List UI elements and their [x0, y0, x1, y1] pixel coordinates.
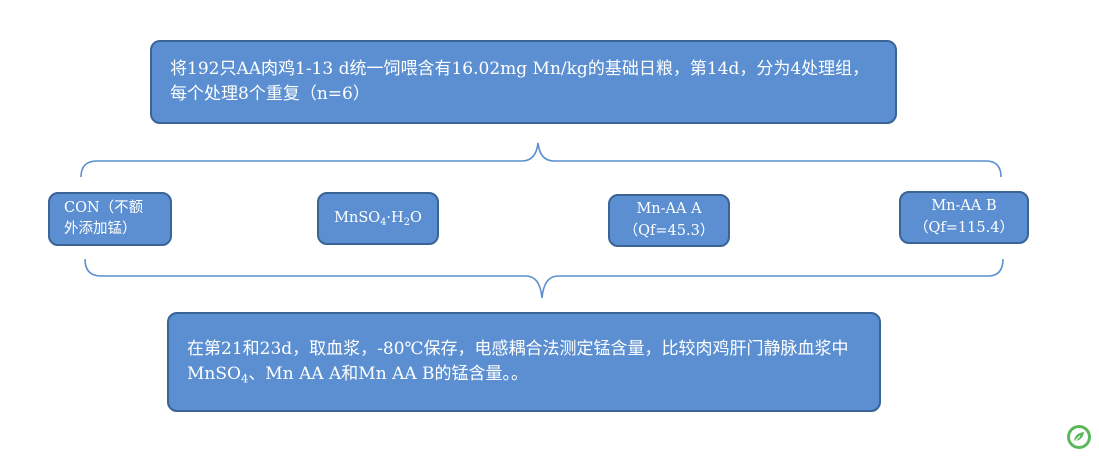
mnso4-suffix: O [409, 209, 422, 226]
group-box-con: CON（不额 外添加锰） [48, 192, 172, 246]
group-con-line1: CON（不额 [64, 199, 144, 216]
leaf-logo-icon [1067, 425, 1091, 449]
group-mnaa-b-line2: （Qf=115.4） [914, 219, 1014, 236]
group-con-label: CON（不额 外添加锰） [64, 198, 143, 240]
bottom-procedure-text: 在第21和23d，取血浆，-80℃保存，电感耦合法测定锰含量，比较肉鸡肝门静脉血… [187, 337, 857, 386]
group-mnaa-b-line1: Mn-AA B [931, 198, 997, 215]
mnso4-middle: ·H [386, 209, 404, 226]
mnso4-sub1: 4 [380, 216, 387, 228]
group-box-mnso4: MnSO4·H2O [317, 192, 439, 245]
mnso4-sub2: 2 [403, 216, 410, 228]
group-mnaa-a-line2: （Qf=45.3） [623, 222, 715, 239]
lower-brace [84, 258, 1004, 299]
group-mnaa-b-label: Mn-AA B （Qf=115.4） [914, 196, 1014, 238]
group-box-mnaa-a: Mn-AA A （Qf=45.3） [608, 194, 730, 247]
bottom-text-sub: 4 [240, 371, 249, 386]
group-mnaa-a-line1: Mn-AA A [636, 201, 702, 218]
top-procedure-box: 将192只AA肉鸡1-13 d统一饲喂含有16.02mg Mn/kg的基础日粮，… [150, 40, 897, 124]
bottom-procedure-box: 在第21和23d，取血浆，-80℃保存，电感耦合法测定锰含量，比较肉鸡肝门静脉血… [167, 312, 881, 412]
group-mnaa-a-label: Mn-AA A （Qf=45.3） [624, 199, 715, 241]
upper-brace [80, 142, 1002, 178]
group-box-mnaa-b: Mn-AA B （Qf=115.4） [899, 191, 1029, 244]
bottom-text-part1: 在第21和23d，取血浆，-80℃保存，电感耦合法测定锰含量，比较肉鸡肝门静脉血… [187, 339, 849, 384]
group-con-line2: 外添加锰） [64, 221, 137, 237]
bottom-text-part2: 、Mn AA A和Mn AA B的锰含量。。 [248, 364, 529, 384]
group-mnso4-label: MnSO4·H2O [334, 208, 422, 229]
top-procedure-text: 将192只AA肉鸡1-13 d统一饲喂含有16.02mg Mn/kg的基础日粮，… [170, 59, 870, 104]
mnso4-prefix: MnSO [334, 209, 381, 226]
